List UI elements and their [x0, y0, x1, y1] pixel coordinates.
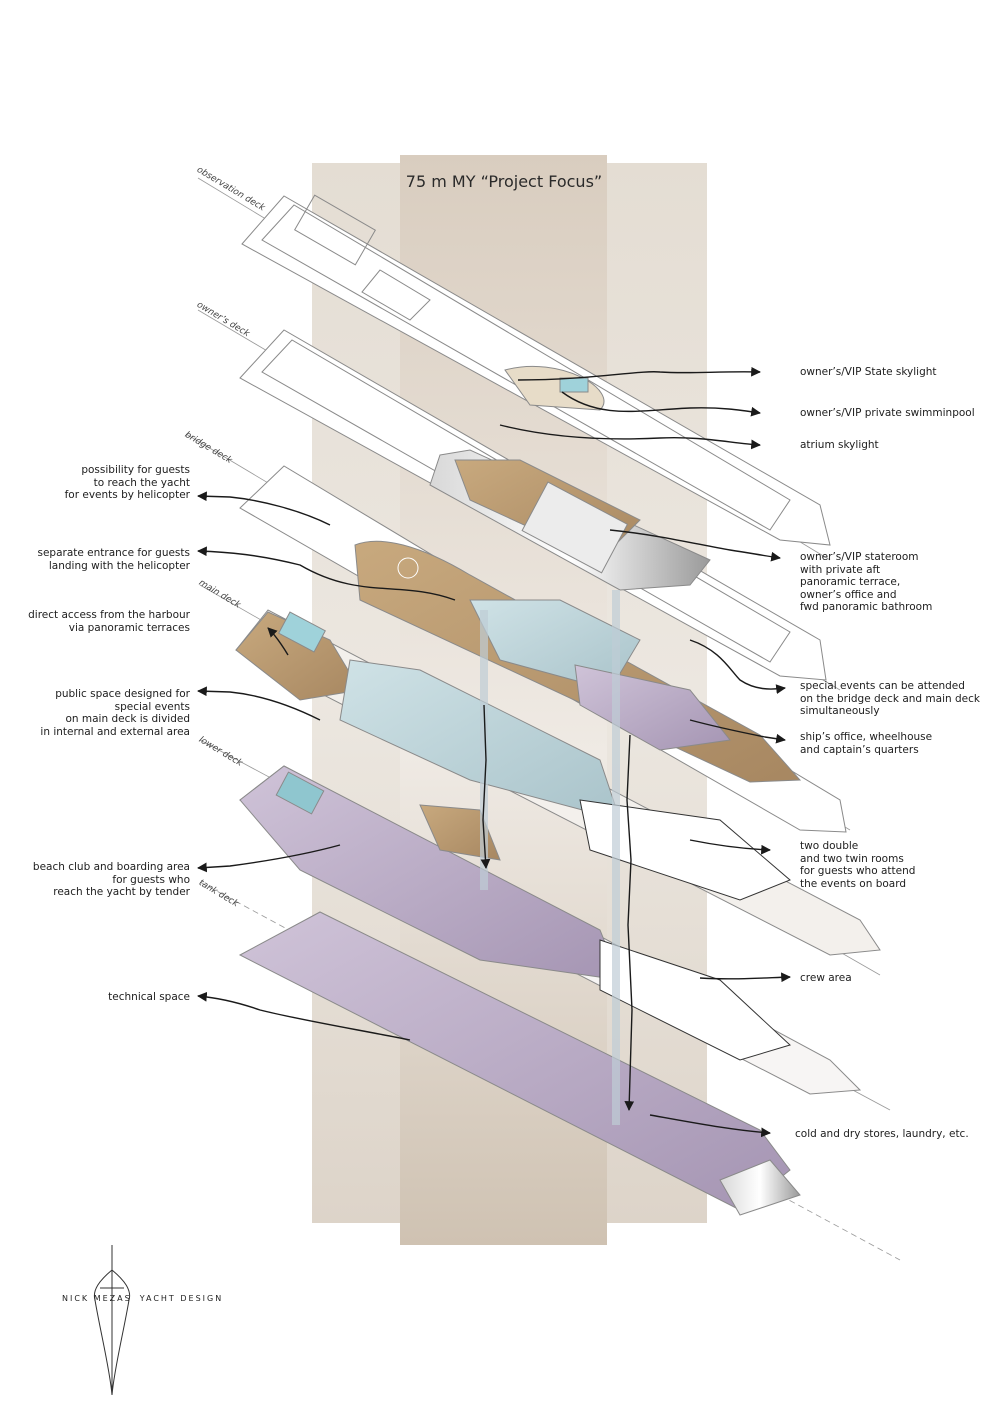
diagram-title: 75 m MY “Project Focus”	[405, 172, 603, 191]
annotation-right: owner’s/VIP private swimminpool	[800, 407, 975, 419]
annotation-right: crew area	[800, 972, 852, 984]
brand-name: NICK MEZAS	[62, 1294, 132, 1303]
owners-deck-drawing	[239, 329, 827, 681]
observation-deck-drawing	[241, 194, 831, 546]
lower-deck-drawing	[239, 765, 862, 1095]
brand-tagline: YACHT DESIGN	[139, 1294, 224, 1303]
tank-deck-drawing	[238, 911, 801, 1216]
brand-logo	[93, 1245, 131, 1396]
annotation-right: owner’s/VIP State skylight	[800, 366, 937, 378]
annotation-right: cold and dry stores, laundry, etc.	[795, 1128, 969, 1140]
brand-wordmark: NICK MEZAS YACHT DESIGN	[62, 1294, 223, 1303]
annotation-left: technical space	[108, 991, 190, 1003]
annotation-right: atrium skylight	[800, 439, 879, 451]
